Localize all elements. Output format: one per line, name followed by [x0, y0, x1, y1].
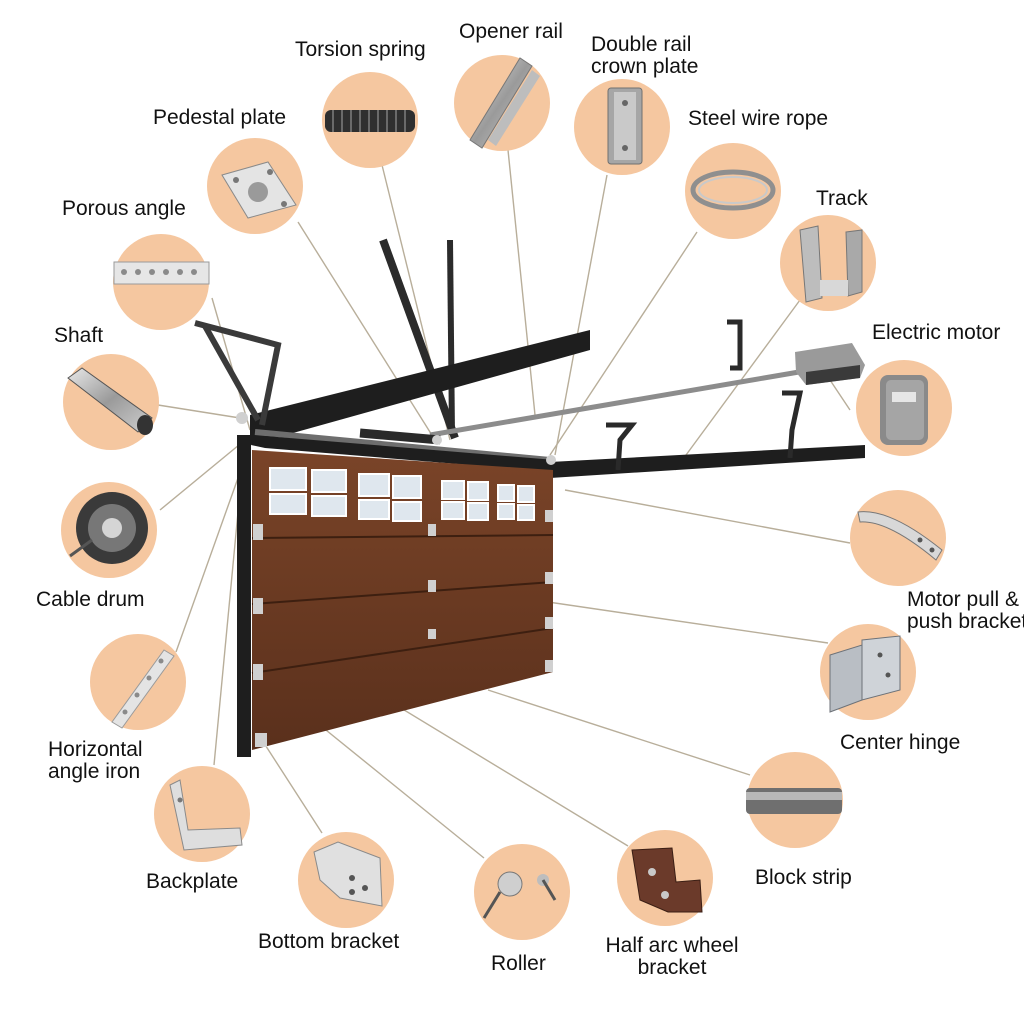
garage-door-assembly: [194, 238, 865, 757]
label-double-rail-line2: crown plate: [591, 55, 699, 78]
horizontal-angle-iron-icon: [90, 634, 186, 730]
label-pedestal-plate: Pedestal plate: [153, 106, 287, 129]
label-half-arc-line1: Half arc wheel: [605, 934, 739, 957]
label-horizontal-angle-iron: Horizontal angle iron: [48, 739, 143, 783]
shaft-icon: [63, 354, 159, 450]
opener-rail-icon: [454, 55, 550, 151]
label-porous-angle: Porous angle: [62, 197, 186, 220]
label-electric-motor: Electric motor: [872, 321, 1001, 344]
label-roller: Roller: [491, 952, 546, 975]
pedestal-plate-icon: [207, 138, 303, 234]
torsion-spring-icon: [322, 72, 418, 168]
backplate-icon: [154, 766, 250, 862]
half-arc-wheel-bracket-icon: [617, 830, 713, 926]
label-track: Track: [816, 187, 868, 210]
roller-icon: [474, 844, 570, 940]
label-torsion-spring: Torsion spring: [295, 38, 426, 61]
label-half-arc-line2: bracket: [637, 956, 707, 979]
block-strip-icon: [746, 752, 843, 848]
bottom-bracket-icon: [298, 832, 394, 928]
track-icon: [780, 215, 876, 311]
motor-push-bracket-icon: [850, 490, 946, 586]
label-half-arc-wheel-bracket: Half arc wheel bracket: [594, 935, 750, 979]
label-motor-pull-line2: push bracket: [907, 610, 1024, 633]
crown-plate-icon: [574, 79, 670, 175]
label-bottom-bracket: Bottom bracket: [258, 930, 400, 953]
label-steel-wire-rope: Steel wire rope: [688, 107, 829, 130]
label-backplate: Backplate: [146, 870, 239, 893]
porous-angle-icon: [113, 234, 210, 330]
label-motor-pull-line1: Motor pull &: [907, 588, 1020, 611]
label-double-rail-line1: Double rail: [591, 33, 692, 56]
label-shaft: Shaft: [54, 324, 104, 347]
steel-wire-rope-icon: [685, 143, 781, 239]
label-double-rail-crown-plate: Double rail crown plate: [591, 34, 698, 78]
label-cable-drum: Cable drum: [36, 588, 145, 611]
label-opener-rail: Opener rail: [459, 20, 563, 43]
cable-drum-icon: [61, 482, 157, 578]
label-horizontal-line1: Horizontal: [48, 738, 143, 761]
label-motor-pull-push-bracket: Motor pull & push bracket: [907, 589, 1024, 633]
electric-motor-icon: [856, 360, 952, 456]
label-block-strip: Block strip: [755, 866, 852, 889]
center-hinge-icon: [820, 624, 916, 720]
label-center-hinge: Center hinge: [840, 731, 961, 754]
label-horizontal-line2: angle iron: [48, 760, 141, 783]
